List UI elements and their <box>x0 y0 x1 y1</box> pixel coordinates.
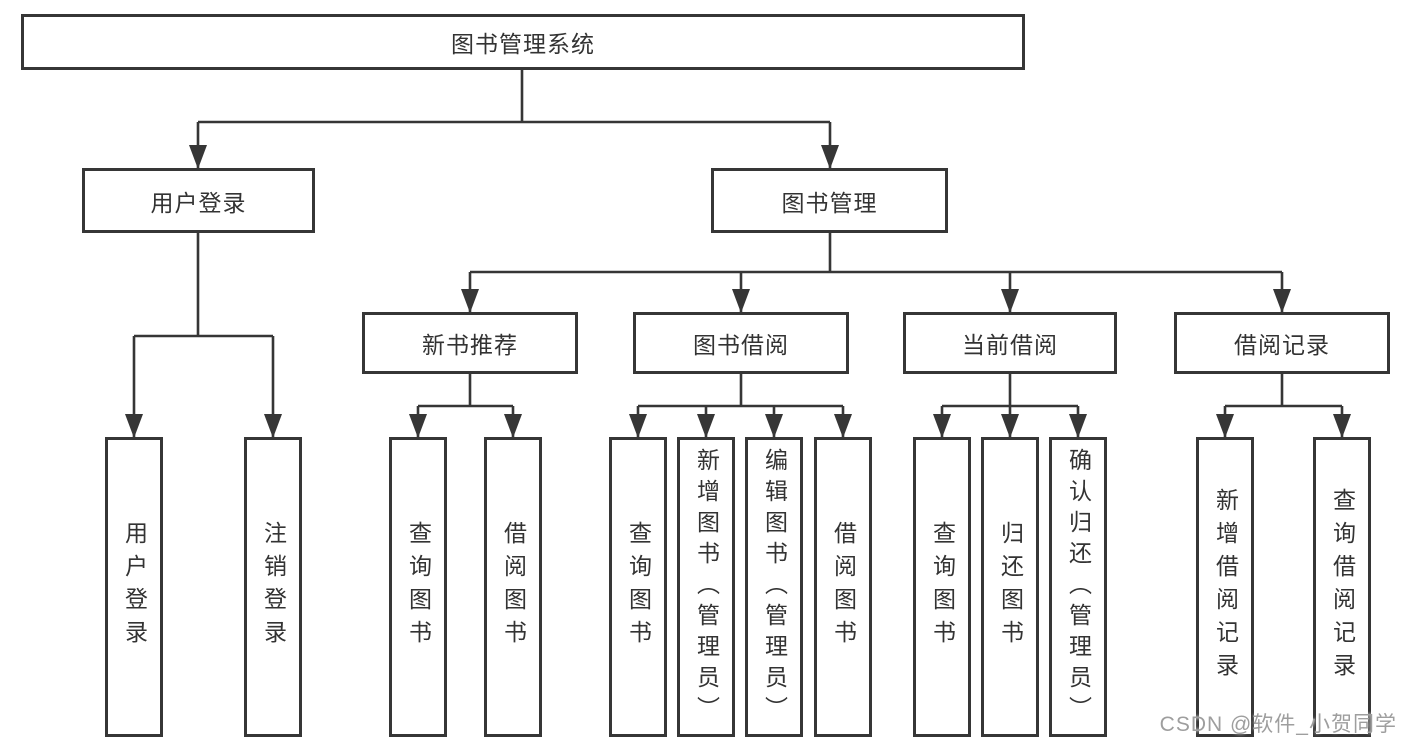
node-bor-add-books-admin: 新增图书（管理员） <box>677 437 735 737</box>
node-logout: 注销登录 <box>244 437 302 737</box>
node-cur-query-books-label: 查询图书 <box>929 521 956 653</box>
connector-arrows <box>125 122 1351 438</box>
node-rec-query-books: 查询图书 <box>389 437 447 737</box>
node-rec-borrow-books-label: 借阅图书 <box>500 521 527 653</box>
node-borrow-records-label: 借阅记录 <box>1234 332 1330 358</box>
node-new-book-recommend: 新书推荐 <box>362 312 578 374</box>
node-bor-borrow-books: 借阅图书 <box>814 437 872 737</box>
node-user-login-label: 用户登录 <box>150 189 247 216</box>
node-new-book-recommend-label: 新书推荐 <box>422 332 518 358</box>
node-his-add-record-label: 新增借阅记录 <box>1212 488 1239 686</box>
node-his-add-record: 新增借阅记录 <box>1196 437 1254 737</box>
node-user-login: 用户登录 <box>82 168 315 233</box>
node-rec-borrow-books: 借阅图书 <box>484 437 542 737</box>
node-his-query-record: 查询借阅记录 <box>1313 437 1371 737</box>
node-bor-edit-books-admin: 编辑图书（管理员） <box>745 437 803 737</box>
watermark-text: CSDN @软件_小贺同学 <box>1159 713 1397 736</box>
node-cur-return-books-label: 归还图书 <box>997 521 1024 653</box>
node-cur-confirm-return-admin: 确认归还（管理员） <box>1049 437 1107 737</box>
node-root: 图书管理系统 <box>21 14 1025 70</box>
node-bor-edit-books-admin-label: 编辑图书（管理员） <box>761 447 788 727</box>
node-bor-query-books: 查询图书 <box>609 437 667 737</box>
node-login-label: 用户登录 <box>121 521 148 653</box>
node-borrow-records: 借阅记录 <box>1174 312 1390 374</box>
node-root-label: 图书管理系统 <box>451 31 595 57</box>
connector-trunks <box>134 70 1342 408</box>
node-bor-query-books-label: 查询图书 <box>625 521 652 653</box>
node-book-borrow: 图书借阅 <box>633 312 849 374</box>
node-his-query-record-label: 查询借阅记录 <box>1329 488 1356 686</box>
node-current-borrow-label: 当前借阅 <box>962 332 1058 358</box>
node-book-management-label: 图书管理 <box>781 189 878 216</box>
node-bor-borrow-books-label: 借阅图书 <box>830 521 857 653</box>
node-current-borrow: 当前借阅 <box>903 312 1117 374</box>
node-book-management: 图书管理 <box>711 168 948 233</box>
node-rec-query-books-label: 查询图书 <box>405 521 432 653</box>
node-bor-add-books-admin-label: 新增图书（管理员） <box>693 447 720 727</box>
node-login: 用户登录 <box>105 437 163 737</box>
node-book-borrow-label: 图书借阅 <box>693 332 789 358</box>
node-logout-label: 注销登录 <box>260 521 287 653</box>
node-cur-return-books: 归还图书 <box>981 437 1039 737</box>
node-cur-confirm-return-admin-label: 确认归还（管理员） <box>1065 447 1092 727</box>
node-cur-query-books: 查询图书 <box>913 437 971 737</box>
